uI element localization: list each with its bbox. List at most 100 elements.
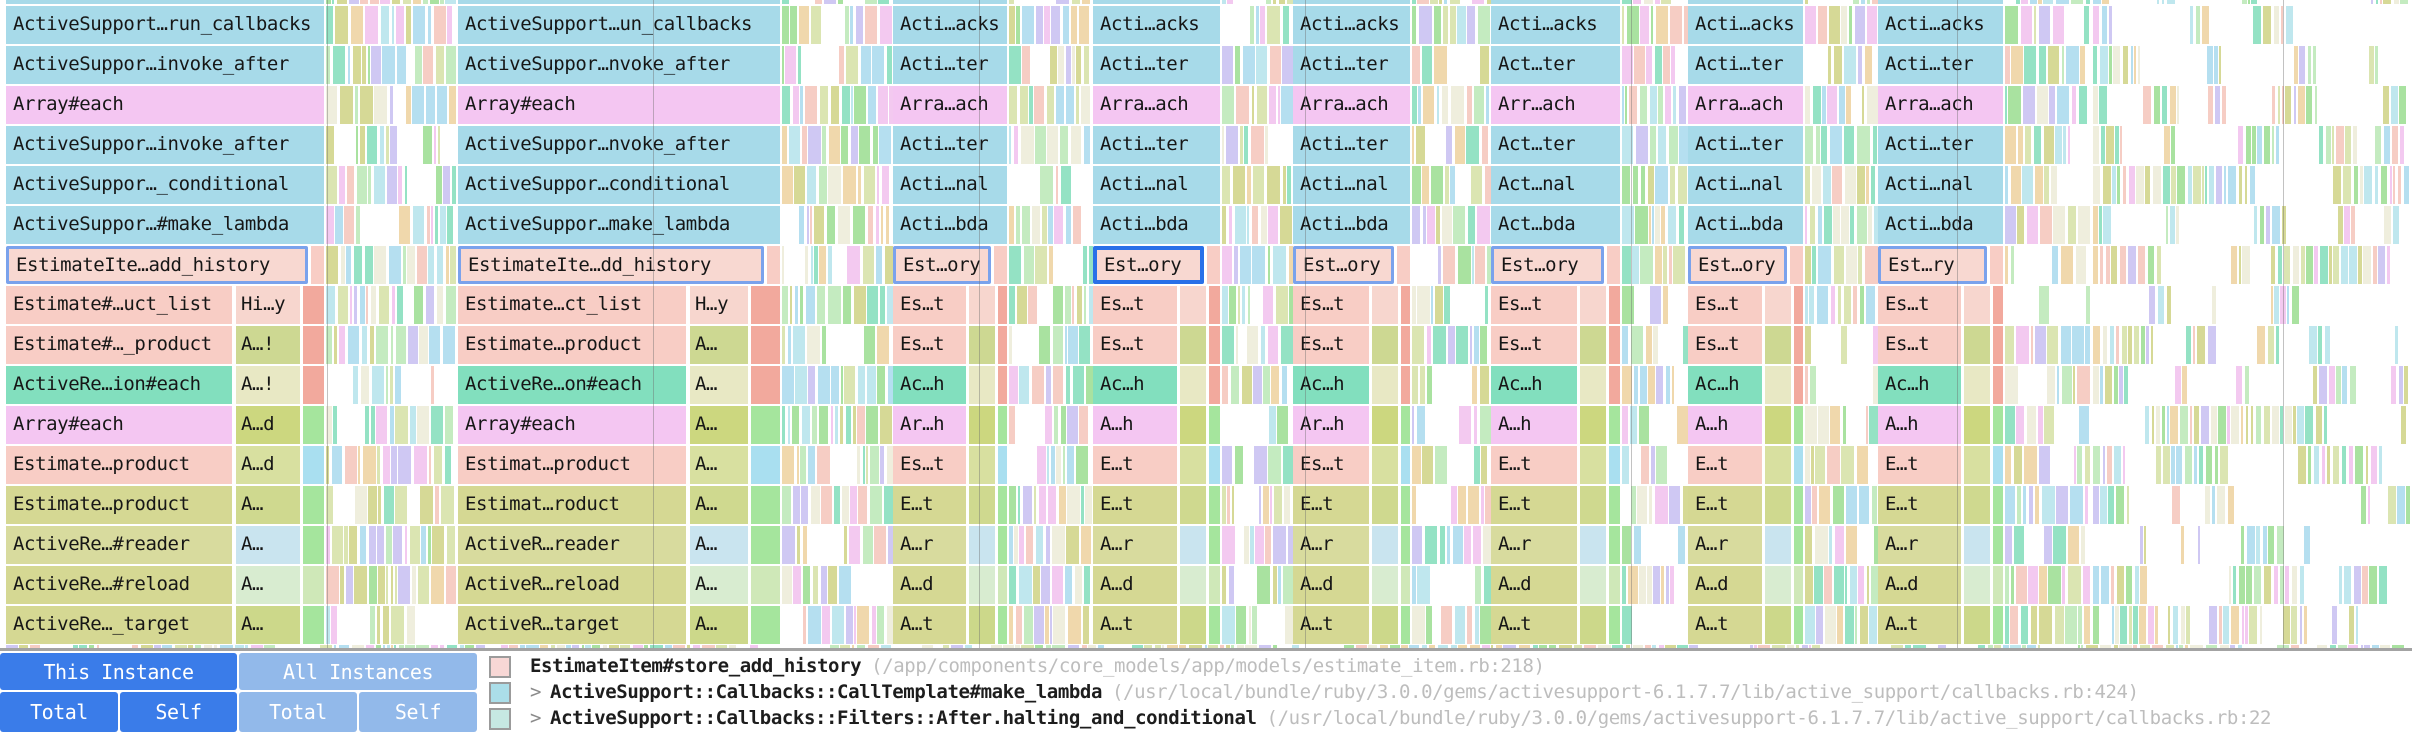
- flame-frame-sliver[interactable]: [2100, 46, 2108, 84]
- flame-frame-sliver[interactable]: [1240, 246, 1251, 284]
- flame-sliver-strip[interactable]: [1412, 486, 1491, 524]
- flame-frame-sliver[interactable]: [2190, 406, 2192, 444]
- flame-sliver-strip[interactable]: [1622, 486, 1688, 524]
- flame-frame-sliver[interactable]: [1208, 645, 1218, 648]
- flame-frame-sliver[interactable]: [1845, 166, 1856, 204]
- flame-sliver-strip[interactable]: [1805, 566, 1878, 604]
- flame-frame-sliver[interactable]: [803, 606, 806, 644]
- flame-frame-sliver[interactable]: [2260, 606, 2262, 644]
- flame-frame[interactable]: A…h: [1688, 406, 1762, 444]
- flame-frame-sliver[interactable]: [2003, 645, 2009, 648]
- flame-frame-sliver[interactable]: [357, 166, 367, 204]
- flame-frame-sliver[interactable]: [380, 126, 384, 164]
- flame-frame-sliver[interactable]: [1658, 86, 1663, 124]
- flame-frame-sliver[interactable]: [2129, 606, 2132, 644]
- flame-frame-sliver[interactable]: [870, 446, 879, 484]
- flame-frame-sliver[interactable]: [1283, 566, 1293, 604]
- flame-frame-sliver[interactable]: [2128, 326, 2132, 364]
- flame-frame-sliver[interactable]: [800, 86, 803, 124]
- flame-frame-sliver[interactable]: [846, 46, 858, 84]
- flame-frame-sliver[interactable]: [1467, 606, 1472, 644]
- flame-frame-sliver[interactable]: [828, 566, 837, 604]
- flame-frame-sliver[interactable]: [2333, 446, 2339, 484]
- flame-frame-sliver[interactable]: [356, 126, 358, 164]
- flame-frame-sliver[interactable]: [2393, 206, 2399, 244]
- flame-frame-sliver[interactable]: [2381, 166, 2387, 204]
- flame-frame-sliver[interactable]: [2384, 126, 2390, 164]
- flame-sliver-strip[interactable]: [1622, 286, 1688, 324]
- flame-frame-sliver[interactable]: [1268, 326, 1278, 364]
- flame-frame[interactable]: Acti…acks: [893, 6, 1007, 44]
- flame-frame-sliver[interactable]: [800, 446, 806, 484]
- flame-frame-sliver[interactable]: [2022, 166, 2033, 204]
- flame-frame-sliver[interactable]: [702, 645, 715, 648]
- flame-frame-sliver[interactable]: [2005, 86, 2007, 124]
- flame-sliver-strip[interactable]: [1412, 446, 1491, 484]
- flame-frame-sliver[interactable]: [1231, 366, 1239, 404]
- flame-sliver-strip[interactable]: [1805, 206, 1878, 244]
- flame-frame-sliver[interactable]: [1670, 6, 1682, 44]
- flame-frame[interactable]: Acti…ter: [1878, 46, 2003, 84]
- flame-frame-sliver[interactable]: [2166, 206, 2168, 244]
- flame-frame-sliver[interactable]: [1233, 166, 1245, 204]
- flame-frame-sliver[interactable]: [2349, 446, 2353, 484]
- flame-frame[interactable]: [1688, 0, 1803, 4]
- flame-frame-sliver[interactable]: [2140, 645, 2150, 648]
- flame-frame-sliver[interactable]: [2207, 46, 2213, 84]
- flame-frame-sliver[interactable]: [326, 566, 339, 604]
- flame-frame-sliver[interactable]: [436, 166, 442, 204]
- flame-frame-sliver[interactable]: [1412, 286, 1416, 324]
- flame-frame-sliver[interactable]: [782, 86, 790, 124]
- flame-sliver-strip[interactable]: [2005, 86, 2090, 124]
- flame-frame-sliver[interactable]: [2010, 645, 2021, 648]
- flame-frame-sliver[interactable]: [352, 645, 364, 648]
- flame-frame-sliver[interactable]: [1419, 6, 1432, 44]
- flame-frame-sliver[interactable]: [1650, 86, 1657, 124]
- flame-frame-sliver[interactable]: [2342, 446, 2346, 484]
- flame-sliver-strip[interactable]: [326, 326, 456, 364]
- flame-frame-sliver[interactable]: [1068, 645, 1079, 648]
- flame-frame-sliver[interactable]: [2280, 566, 2284, 604]
- flame-frame-sliver[interactable]: [423, 126, 432, 164]
- flame-frame-sliver[interactable]: [446, 46, 456, 84]
- flame-frame-sliver[interactable]: [358, 446, 360, 484]
- flame-frame-sliver[interactable]: [1283, 6, 1289, 44]
- flame-frame-sliver[interactable]: [2140, 526, 2143, 564]
- flame-frame-sliver[interactable]: [2186, 606, 2190, 644]
- flame-frame-sliver[interactable]: [1810, 206, 1815, 244]
- flame-frame-sliver[interactable]: [951, 645, 963, 648]
- flame-frame-sliver[interactable]: [1677, 406, 1688, 444]
- flame-frame[interactable]: E…t: [1293, 486, 1369, 524]
- flame-frame-sliver[interactable]: [808, 606, 821, 644]
- flame-frame-sliver[interactable]: [2005, 246, 2008, 284]
- flame-sliver-strip[interactable]: [1622, 446, 1688, 484]
- flame-frame-sliver[interactable]: [326, 86, 337, 124]
- flame-frame-sliver[interactable]: [863, 246, 874, 284]
- flame-frame-sliver[interactable]: [838, 206, 850, 244]
- flame-frame-sliver[interactable]: [782, 366, 794, 404]
- flame-frame-sliver[interactable]: [2005, 6, 2018, 44]
- flame-frame-sliver[interactable]: [1009, 566, 1016, 604]
- flame-frame-sliver[interactable]: [520, 645, 525, 648]
- all-instances-button[interactable]: All Instances: [239, 653, 477, 690]
- flame-frame-sliver[interactable]: [428, 6, 431, 44]
- flame-frame[interactable]: [751, 326, 780, 364]
- flame-frame[interactable]: [1580, 286, 1606, 324]
- flame-frame-sliver[interactable]: [2242, 246, 2250, 284]
- flame-frame-sliver[interactable]: [1283, 446, 1293, 484]
- flame-frame-sliver[interactable]: [97, 645, 99, 648]
- flame-frame-sliver[interactable]: [1435, 286, 1443, 324]
- flame-frame-sliver[interactable]: [1829, 526, 1832, 564]
- flame-frame-sliver[interactable]: [1822, 86, 1826, 124]
- flame-frame-sliver[interactable]: [365, 6, 378, 44]
- flame-frame-sliver[interactable]: [2351, 206, 2355, 244]
- flame-sliver-strip[interactable]: [1412, 326, 1491, 364]
- flame-frame-sliver[interactable]: [326, 486, 333, 524]
- flame-frame-sliver[interactable]: [2101, 566, 2109, 604]
- flame-frame-sliver[interactable]: [2202, 6, 2209, 44]
- flame-frame-sliver[interactable]: [2278, 86, 2280, 124]
- flame-sliver-strip[interactable]: [2005, 246, 2090, 284]
- flame-frame-sliver[interactable]: [877, 606, 884, 644]
- flame-frame-sliver[interactable]: [1256, 6, 1259, 44]
- flame-frame-sliver[interactable]: [1655, 246, 1662, 284]
